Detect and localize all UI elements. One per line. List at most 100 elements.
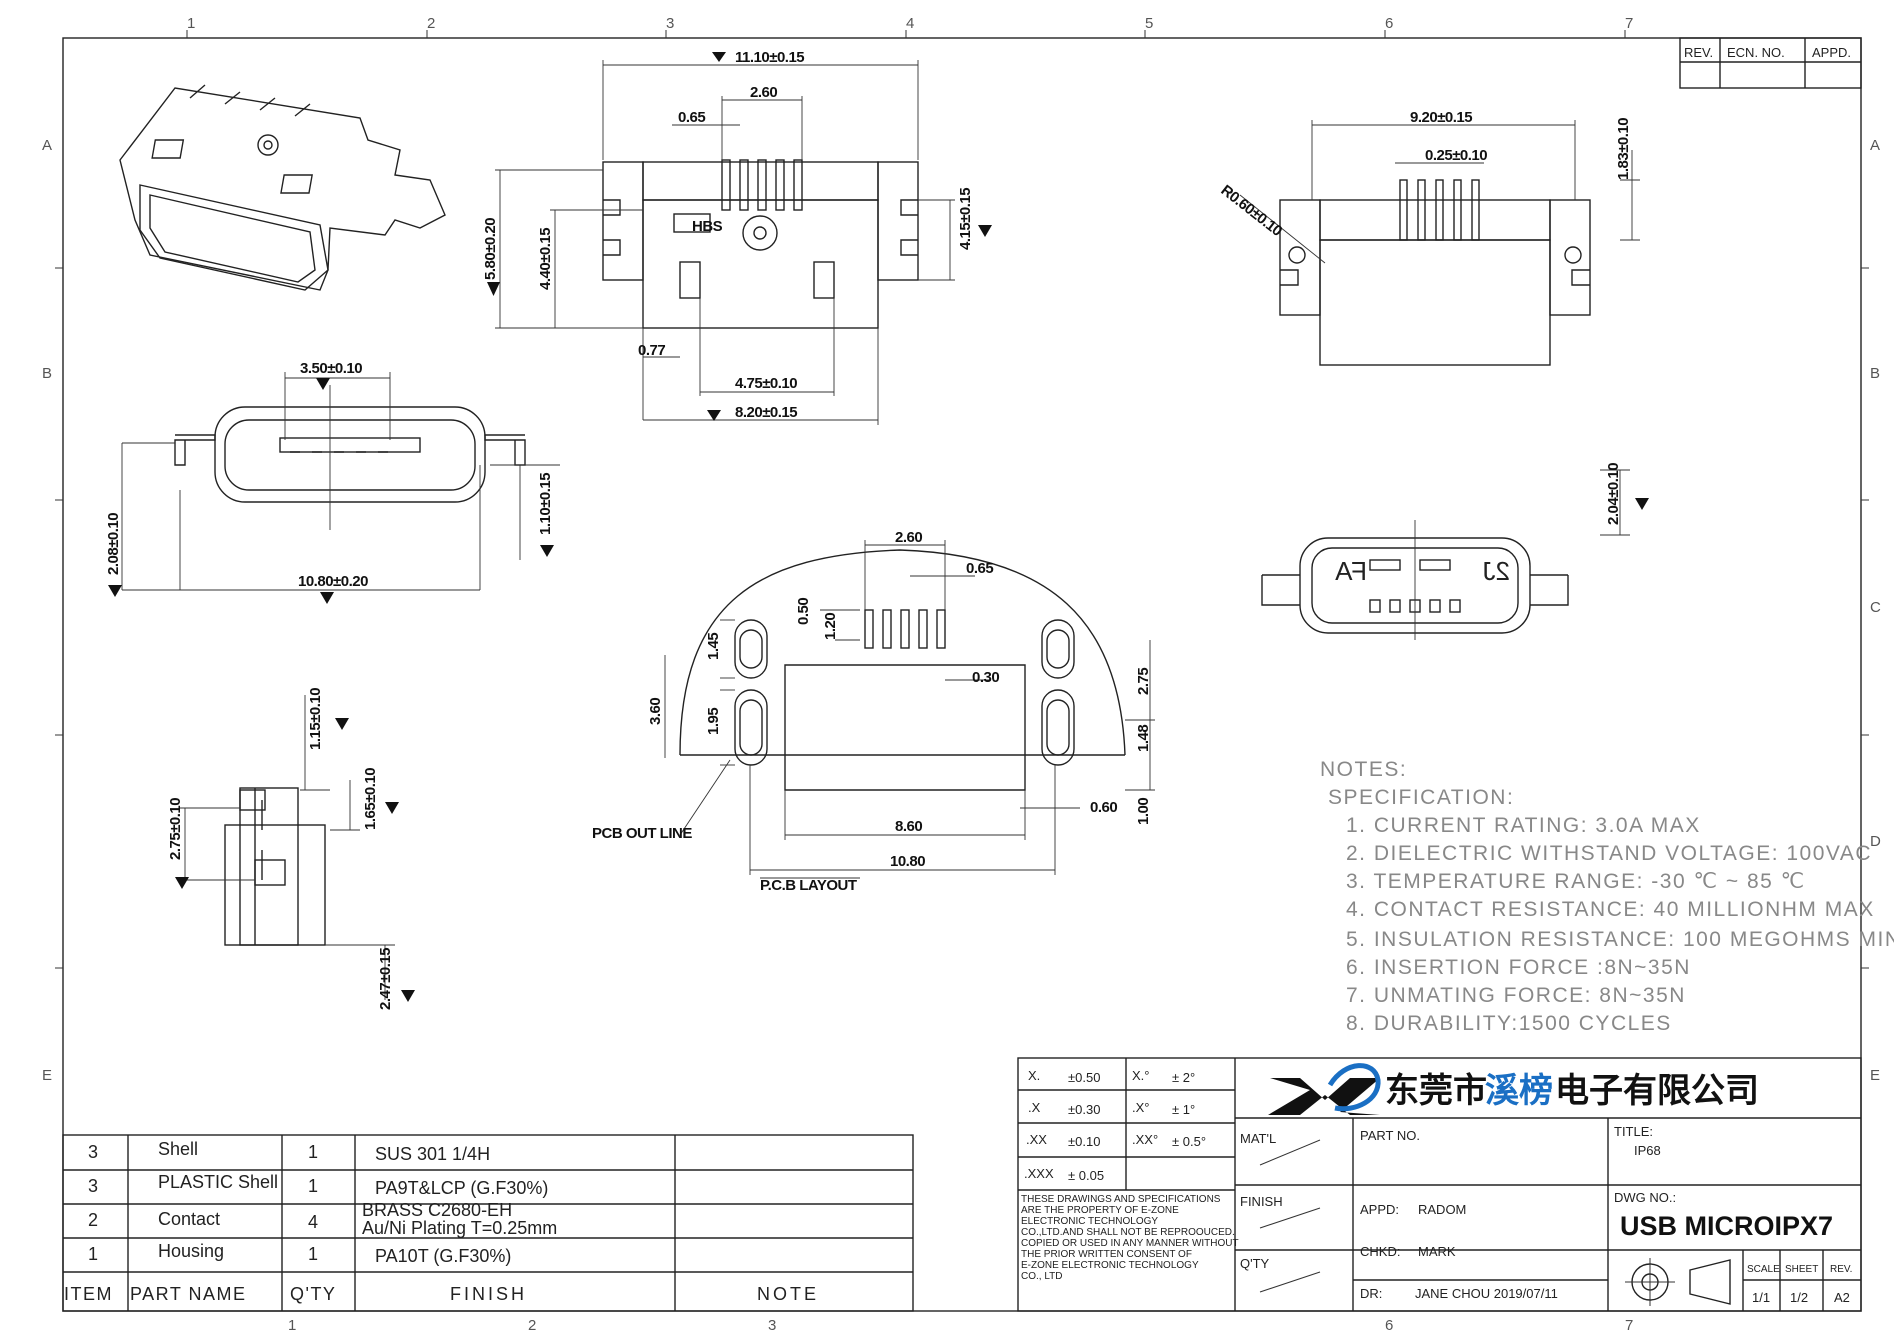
dim-top-width: 11.10±0.15: [735, 49, 804, 66]
grid-row-d-right: D: [1870, 833, 1881, 850]
rev-value: A2: [1834, 1290, 1850, 1305]
tol-key-angle: X.°: [1132, 1068, 1149, 1083]
dim-height-inner: 4.40±0.15: [537, 228, 554, 290]
tol-value-angle: ± 0.5°: [1172, 1134, 1206, 1149]
appd-value: RADOM: [1418, 1202, 1466, 1217]
tol-value: ±0.30: [1068, 1102, 1100, 1117]
tol-value-angle: ± 2°: [1172, 1070, 1195, 1085]
dim-side-height: 1.83±0.10: [1615, 118, 1632, 180]
note-item-2: 2. DIELECTRIC WITHSTAND VOLTAGE: 100VAC: [1346, 842, 1872, 865]
drawing-border: [62, 37, 1862, 1312]
grid-labels: 1 2 3 4 5 6 7 1 2 3 6 7 A B E A B C D E: [42, 15, 1881, 1334]
scale-value: 1/1: [1752, 1290, 1770, 1305]
tol-key: .XX: [1026, 1132, 1047, 1147]
rear-right-mark: 2J: [1483, 556, 1510, 586]
dim-pcb-1080: 10.80: [890, 853, 925, 870]
dim-pcb-148: 1.48: [1135, 725, 1152, 752]
rev-header: REV.: [1684, 45, 1713, 60]
disclaimer-line: ELECTRONIC TECHNOLOGY: [1021, 1216, 1158, 1227]
note-item-7: 7. UNMATING FORCE: 8N~35N: [1346, 984, 1686, 1007]
grid-col-3: 3: [666, 15, 674, 32]
bom-item: 2: [88, 1210, 98, 1230]
dim-profile-bottom: 2.47±0.15: [377, 948, 394, 1010]
bom-header-qty: Q'TY: [290, 1284, 336, 1304]
dim-pcb-050: 0.50: [795, 598, 812, 625]
datum-marker: [540, 545, 554, 557]
note-item-4: 4. CONTACT RESISTANCE: 40 MILLIONHM MAX: [1346, 898, 1875, 921]
datum-marker: [1635, 498, 1649, 510]
bom-item: 3: [88, 1176, 98, 1196]
grid-col-2: 2: [427, 15, 435, 32]
dim-front-width: 10.80±0.20: [298, 573, 368, 590]
dim-pcb-145: 1.45: [705, 633, 722, 660]
dim-side-width: 9.20±0.15: [1410, 109, 1472, 126]
datum-marker: [316, 378, 330, 390]
datum-marker: [385, 802, 399, 814]
title-block: X. ±0.50 X.° ± 2° .X ±0.30 .X° ± 1° .XX …: [1017, 1057, 1862, 1312]
datum-marker: [487, 282, 500, 296]
pcb-outline-label: PCB OUT LINE: [592, 825, 692, 842]
grid-col-1-bottom: 1: [288, 1317, 296, 1334]
grid-col-2-bottom: 2: [528, 1317, 536, 1334]
disclaimer-line: CO.,LTD.AND SHALL NOT BE REPROOUCED.: [1021, 1227, 1235, 1238]
dim-pcb-360: 3.60: [647, 698, 664, 725]
iso-view: [119, 84, 446, 291]
datum-marker: [712, 52, 726, 62]
dwg-label: DWG NO.:: [1614, 1190, 1676, 1205]
qty-label: Q'TY: [1240, 1256, 1270, 1271]
bom-header-item: ITEM: [64, 1284, 113, 1304]
bom-header-finish: FINISH: [450, 1284, 527, 1304]
dim-front-inner: 1.10±0.15: [537, 473, 554, 535]
grid-col-1: 1: [187, 15, 195, 32]
ecn-header: ECN. NO.: [1727, 45, 1785, 60]
bom-finish: BRASS C2680-EH: [362, 1200, 512, 1220]
sheet-label: SHEET: [1785, 1264, 1818, 1275]
dim-slot-span: 4.75±0.10: [735, 375, 797, 392]
bom-name: Housing: [158, 1241, 224, 1261]
notes-subtitle: SPECIFICATION:: [1328, 786, 1514, 809]
dim-pin-span: 2.60: [750, 84, 777, 101]
datum-marker: [175, 877, 189, 889]
title-value: IP68: [1634, 1143, 1661, 1158]
notes-title: NOTES:: [1320, 758, 1407, 781]
dim-pcb-120: 1.20: [822, 613, 839, 640]
bom-qty: 1: [308, 1176, 318, 1196]
tol-key: .X: [1028, 1100, 1041, 1115]
sheet-value: 1/2: [1790, 1290, 1808, 1305]
dim-pcb-030: 0.30: [972, 669, 999, 686]
revision-table: REV. ECN. NO. APPD.: [1679, 37, 1862, 89]
datum-marker: [108, 585, 122, 597]
bom-name: Contact: [158, 1209, 220, 1229]
finish-label: FINISH: [1240, 1194, 1283, 1209]
dim-side-pin: 0.25±0.10: [1425, 147, 1487, 164]
bom-header-note: NOTE: [757, 1284, 819, 1304]
disclaimer: THESE DRAWINGS AND SPECIFICATIONS ARE TH…: [1021, 1194, 1239, 1282]
tol-value: ± 0.05: [1068, 1168, 1104, 1183]
disclaimer-line: COPIED OR USED IN ANY MANNER WITHOUT: [1021, 1238, 1239, 1249]
dim-pcb-span: 2.60: [895, 529, 922, 546]
dr-label: DR:: [1360, 1286, 1382, 1301]
dim-foot-width: 0.77: [638, 342, 665, 359]
grid-col-3-bottom: 3: [768, 1317, 776, 1334]
grid-col-6-bottom: 6: [1385, 1317, 1393, 1334]
grid-col-6: 6: [1385, 15, 1393, 32]
bom-qty: 1: [308, 1244, 318, 1264]
datum-marker: [320, 592, 334, 604]
dim-height-right: 4.15±0.15: [957, 188, 974, 250]
pcb-layout-label: P.C.B LAYOUT: [760, 877, 857, 894]
tol-key: X.: [1028, 1068, 1040, 1083]
dim-pcb-195: 1.95: [705, 708, 722, 735]
bom-table: 3 Shell 1 SUS 301 1/4H 3 PLASTIC Shell 1…: [62, 1134, 914, 1312]
datum-marker: [401, 990, 415, 1002]
title-label: TITLE:: [1614, 1124, 1653, 1139]
company-name-suffix: 电子有限公司: [1555, 1072, 1759, 1110]
tol-key-angle: .XX°: [1132, 1132, 1158, 1147]
notes-block: NOTES: SPECIFICATION: 1. CURRENT RATING:…: [1320, 758, 1894, 1035]
dim-profile-top: 1.15±0.10: [307, 688, 324, 750]
bom-finish: PA10T (G.F30%): [375, 1246, 511, 1266]
chkd-label: CHKD:: [1360, 1244, 1400, 1259]
dim-pcb-275: 2.75: [1135, 668, 1152, 695]
dim-front-height: 2.08±0.10: [105, 513, 122, 575]
grid-col-5: 5: [1145, 15, 1153, 32]
